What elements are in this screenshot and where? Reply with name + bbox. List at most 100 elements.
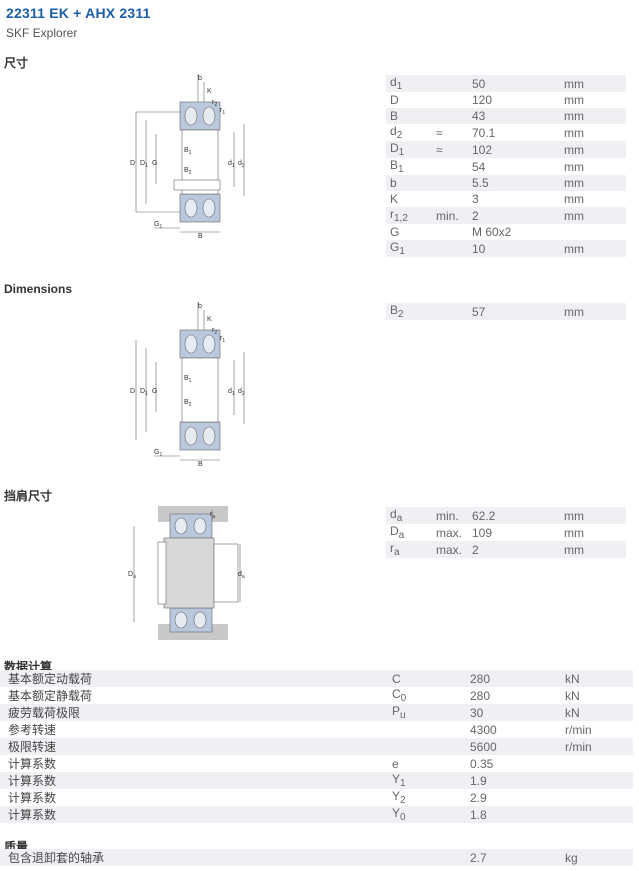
calc-label: 基本额定动载荷 [0,670,388,687]
calc-unit: kg [565,849,633,866]
calc-label: 计算系数 [8,757,57,771]
table-row: K 3 mm [386,191,626,207]
symbol: B [390,158,399,172]
calc-unit [565,789,633,806]
dimension-symbol: d1 [386,75,436,92]
calc-value: 2.7 [470,849,565,866]
dimension-value: M 60x2 [472,225,512,239]
calc-value: 2.9 [470,790,487,805]
calc-label: 基本额定静载荷 [8,689,93,703]
label-r1: r1 [220,335,225,344]
dimension-symbol: B [386,108,436,124]
dimension-symbol: b [386,175,436,191]
table-row: 计算系数 e 0.35 [0,755,633,772]
dimension-value: 2 [472,541,564,558]
dimension-qualifier [436,303,472,320]
dimension-unit: mm [564,125,584,140]
symbol-subscript: 1 [398,164,404,175]
dimension-unit: mm [564,93,584,107]
symbol: D [390,141,399,155]
dimension-qualifier [436,175,472,191]
dimension-qualifier [436,108,472,124]
calc-value: 280 [470,688,491,703]
dimension-unit: mm [564,507,626,524]
label-D1: D1 [140,388,148,397]
label-G1: G1 [154,221,162,230]
dimension-unit: mm [564,141,626,158]
dimension-value: 3 [472,192,479,206]
calc-symbol [388,849,470,866]
dimension-unit: mm [564,175,626,191]
dimension-value: 50 [472,75,564,92]
label-B1: B1 [184,147,192,156]
dimension-qualifier: max. [436,541,472,558]
calc-value: 30 [470,704,565,721]
dimension-unit: mm [564,108,626,124]
symbol: K [390,192,399,206]
product-title: 22311 EK + AHX 2311 [6,5,151,21]
dimension-value: 43 [472,108,564,124]
label-D1: D1 [140,160,148,169]
label-r2: r2 [212,99,217,108]
symbol: r [390,541,394,555]
calc-symbol: Y0 [388,806,470,823]
label-B2: B2 [184,167,192,176]
calc-symbol: C0 [388,687,470,704]
dimension-qualifier [436,92,472,108]
dimension-qualifier: ≈ [436,141,472,158]
calc-symbol [388,738,470,755]
symbol: G [390,225,400,239]
symbol-subscript: 1 [399,246,405,257]
calc-value: 5600 [470,738,565,755]
dimension-unit: mm [564,541,626,558]
calc-unit [565,772,633,789]
dimension-unit: mm [564,303,626,320]
label-da: da [238,571,245,580]
symbol: G [390,240,400,254]
symbol-subscript: 1 [396,81,403,92]
dimension-value: 5.5 [472,175,564,191]
calc-value: 0.35 [470,756,494,771]
table-row: G M 60x2 [386,224,626,240]
dimension-symbol: B1 [386,158,436,175]
symbol: Y [392,772,401,786]
label-r1: r1 [220,107,225,116]
symbol: e [392,756,399,771]
symbol-subscript: 0 [400,693,407,704]
symbol: d [390,75,397,89]
symbol-subscript: 1,2 [394,213,408,224]
symbol: C [392,671,401,686]
symbol: C [392,687,401,701]
label-B2: B2 [184,399,192,408]
dimension-value: 109 [472,525,493,540]
calc-value: 1.9 [470,772,565,789]
calc-label: 参考转速 [8,723,57,737]
symbol-subscript: u [400,710,406,721]
symbol: P [392,704,401,718]
symbol: d [390,124,397,138]
dimension-unit: mm [564,207,626,224]
label-r2: r2 [212,327,217,336]
calc-symbol: e [388,755,470,772]
calc-symbol: C [388,670,470,687]
section-heading-abutment: 挡肩尺寸 [4,489,53,503]
dimension-value: 120 [472,93,493,107]
dimension-unit: mm [564,192,584,206]
dimension-symbol: ra [386,541,436,558]
calc-label: 计算系数 [8,791,57,805]
dimension-qualifier: max. [436,525,463,540]
dimension-value: 102 [472,141,564,158]
calc-label: 计算系数 [0,806,388,823]
dimension-qualifier [436,158,472,175]
dimension-qualifier [436,224,472,240]
